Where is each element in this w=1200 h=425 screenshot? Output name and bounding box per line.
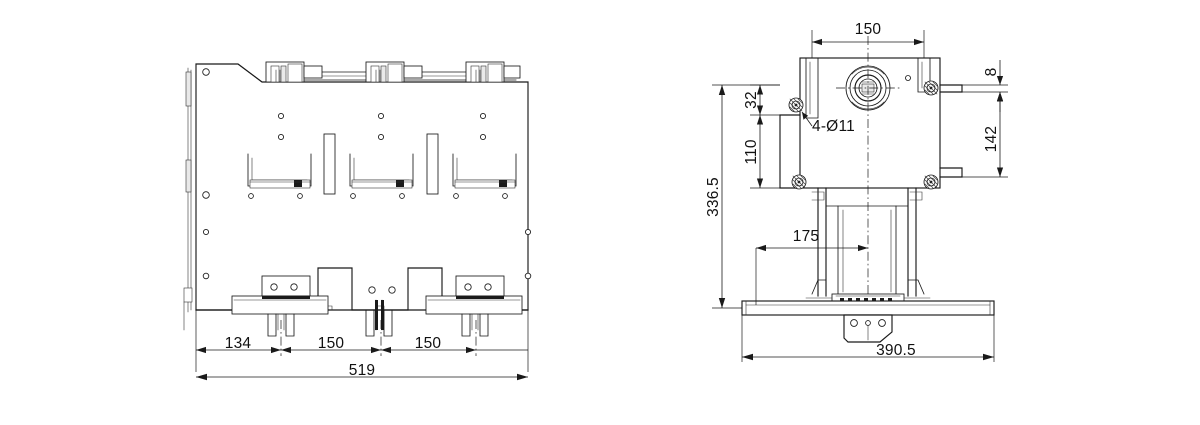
fastener-top-right (923, 80, 939, 96)
dimension-390-5: 390.5 (876, 342, 916, 359)
fastener-top-left (788, 97, 804, 113)
left-mounting-holes (202, 68, 532, 280)
bottom-terminal-1 (231, 275, 329, 337)
left-bottom-terminals (231, 275, 523, 337)
contact-assembly-3 (452, 153, 517, 189)
dimension-175: 175 (793, 228, 819, 245)
left-contact-assemblies (247, 153, 517, 189)
right-pedestal (811, 36, 923, 330)
left-barriers (323, 133, 439, 195)
dimension-150-a: 150 (318, 335, 345, 352)
dimension-142: 142 (983, 126, 1000, 152)
left-view-front-elevation: 134 150 150 519 (183, 61, 532, 381)
dimension-32: 32 (743, 91, 760, 109)
bottom-terminal-2 (365, 286, 396, 337)
fastener-bottom-right (923, 174, 939, 190)
right-dim-390-5: 390.5 (741, 315, 995, 362)
right-dim-150-top: 150 (811, 21, 925, 58)
left-upper-holes (277, 112, 487, 141)
left-mid-holes (248, 193, 508, 199)
top-terminal-3 (465, 61, 521, 83)
right-dim-32: 32 (743, 84, 780, 116)
right-dim-336-5: 336.5 (705, 84, 780, 309)
dimension-8: 8 (983, 68, 1000, 77)
left-top-terminals (265, 61, 521, 83)
right-view-side-elevation: 4-Ø11 (705, 21, 1008, 362)
fastener-bottom-left (791, 174, 807, 190)
dimension-150-top: 150 (855, 21, 882, 38)
right-dim-8: 8 (962, 60, 1008, 112)
right-dim-175: 175 (755, 228, 868, 305)
contact-assembly-2 (349, 153, 414, 189)
bottom-terminal-3 (425, 275, 523, 337)
right-bottom-bracket (843, 314, 893, 343)
annotation-4-dia-11: 4-Ø11 (801, 111, 855, 135)
top-terminal-1 (265, 61, 323, 83)
dimension-110: 110 (743, 139, 760, 164)
annotation-4-dia-11-label: 4-Ø11 (812, 118, 855, 135)
dimension-150-b: 150 (415, 335, 442, 352)
contact-assembly-1 (247, 153, 312, 189)
left-dimension-chain: 134 150 150 (195, 310, 529, 372)
left-overall-dimension: 519 (196, 362, 528, 381)
right-dim-142: 142 (962, 92, 1008, 178)
right-base-plate (741, 300, 995, 316)
right-corner-fasteners (788, 80, 939, 190)
dimension-519: 519 (349, 362, 375, 379)
top-terminal-2 (365, 61, 423, 83)
dimension-134: 134 (225, 335, 252, 352)
dimension-336-5: 336.5 (705, 177, 722, 217)
right-dim-110: 110 (743, 115, 780, 189)
